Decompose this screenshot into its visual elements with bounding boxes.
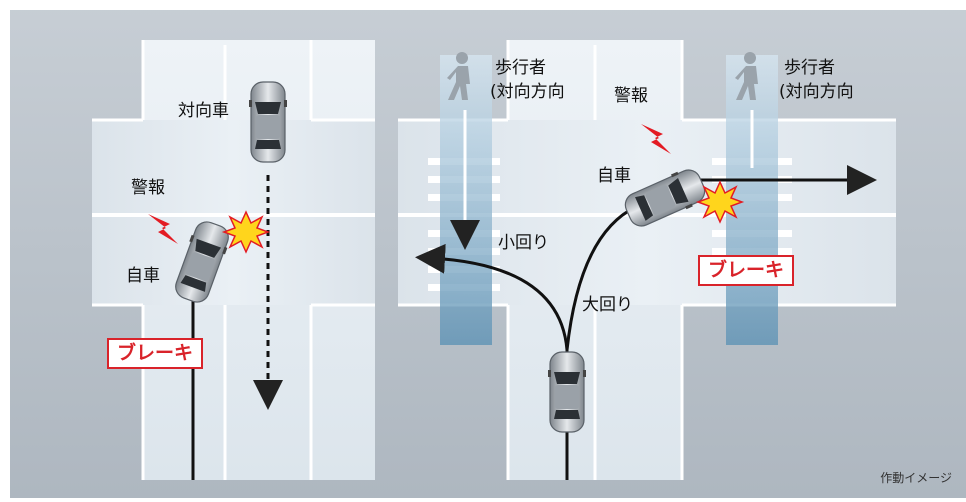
brake-badge-left: ブレーキ (107, 338, 204, 369)
own-car-straight (547, 351, 587, 433)
own-car-label-left: 自車 (126, 266, 160, 286)
left-intersection (92, 40, 375, 480)
brake-badge-right: ブレーキ (698, 255, 795, 286)
large-turn-label: 大回り (582, 295, 633, 315)
impact-burst-left (223, 211, 269, 253)
impact-burst-right (697, 181, 743, 223)
caption: 作動イメージ (880, 471, 952, 485)
own-car-label-right: 自車 (597, 166, 631, 186)
warning-label-right: 警報 (614, 86, 648, 106)
pedestrian-left-label-line2: (対向方向 (490, 82, 565, 102)
pedestrian-right-label-line1: 歩行者 (784, 58, 835, 78)
oncoming-car-label: 対向車 (178, 101, 229, 121)
right-intersection (398, 40, 896, 480)
large-turn-path (565, 203, 641, 351)
warning-label-left: 警報 (131, 178, 165, 198)
small-turn-label: 小回り (498, 233, 549, 253)
pedestrian-left-label-line1: 歩行者 (495, 58, 546, 78)
pedestrian-right-label-line2: (対向方向 (779, 82, 854, 102)
small-turn-path (415, 243, 569, 480)
oncoming-car (248, 81, 288, 163)
